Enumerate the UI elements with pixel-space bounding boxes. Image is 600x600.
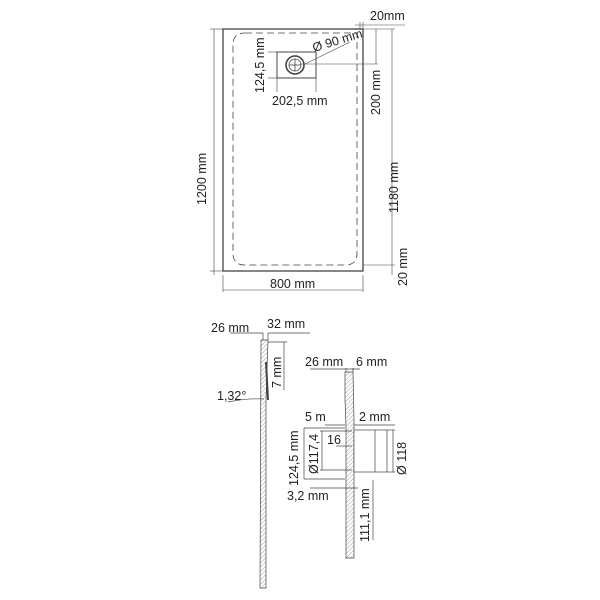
slope-label: 1,32° (217, 389, 246, 403)
length-label: 1200 mm (195, 153, 209, 205)
drain-offset-label: 200 mm (369, 70, 383, 115)
drain-box (276, 51, 317, 79)
inner-length-label: 1180 mm (387, 162, 401, 213)
drain-depth-label: 16 (327, 433, 341, 447)
drain-inner-diameter-label: Ø117,4 (307, 434, 321, 474)
side-depth-label: 7 mm (270, 357, 284, 388)
drain-height-label: 124,5 mm (253, 37, 267, 93)
drain-outer-height-label: 124,5 mm (287, 430, 301, 486)
side-thickness-total-label: 32 mm (267, 317, 305, 331)
tray-outline (222, 28, 364, 272)
drain-pipe-length-label: 111,1 mm (358, 488, 372, 542)
drain-lip-label: 6 mm (356, 355, 387, 369)
edge-top-label: 20mm (370, 9, 405, 23)
drain-bottom-thickness-label: 3,2 mm (287, 489, 329, 503)
top-view (210, 22, 405, 292)
edge-bottom-label: 20 mm (396, 248, 410, 286)
drain-thickness-label: 26 mm (305, 355, 343, 369)
inner-dashed-outline (232, 32, 358, 266)
side-section (227, 332, 310, 589)
drain-circle (285, 55, 305, 75)
drain-outer-diameter-label: Ø 118 (395, 442, 409, 475)
width-label: 800 mm (270, 277, 315, 291)
drain-width-label: 202,5 mm (272, 94, 328, 108)
drain-section (303, 368, 395, 559)
drain-diameter-label: Ø 90 mm (311, 26, 364, 54)
drain-wall-label: 2 mm (359, 410, 390, 424)
drain-gap-label: 5 m (305, 410, 326, 424)
side-thickness-edge-label: 26 mm (211, 321, 249, 335)
